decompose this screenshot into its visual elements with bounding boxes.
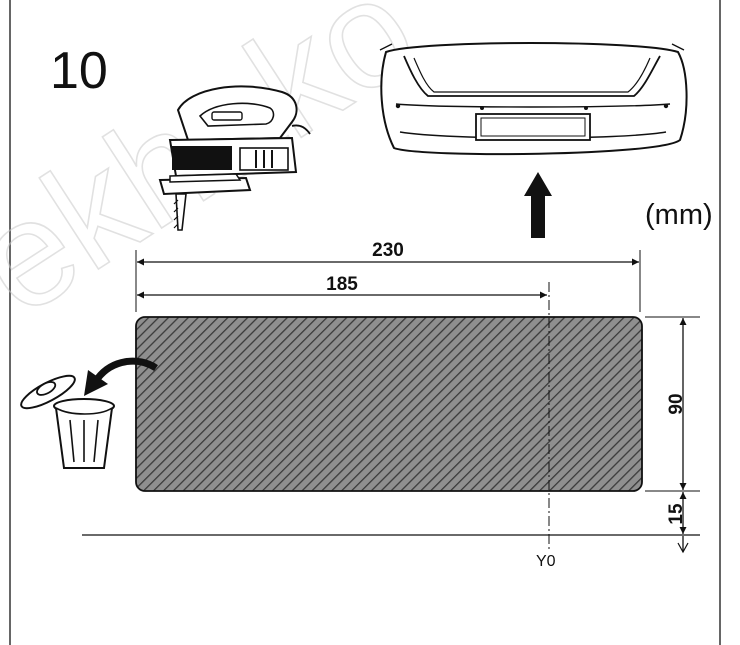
arrow-up-icon [524,172,552,238]
rear-bumper-icon [379,42,688,156]
reference-line-label: Y0 [536,553,556,570]
trash-can-icon [20,374,115,469]
dimension-vertical [645,316,700,554]
cut-area [135,316,643,492]
dimension-total-width: 230 [372,240,404,261]
dimension-offset: 15 [666,503,687,525]
unit-label: (mm) [645,199,713,231]
jigsaw-icon [158,85,311,231]
step-number: 10 [50,42,108,100]
dimension-cut-width: 185 [326,274,358,295]
curved-arrow-icon [84,357,158,396]
dimension-height: 90 [666,393,687,414]
dimension-230 [135,250,641,312]
page-frame [9,0,721,645]
